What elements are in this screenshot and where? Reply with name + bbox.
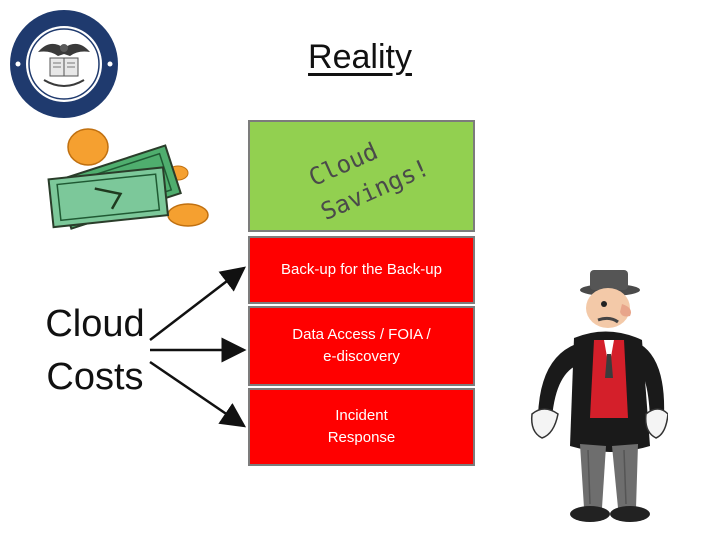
- backup-cost-box: Back-up for the Back-up: [248, 236, 475, 304]
- broke-man-icon: [530, 270, 668, 522]
- incident-response-cost-box: Incident Response: [248, 388, 475, 466]
- backup-cost-label: Back-up for the Back-up: [281, 261, 442, 279]
- cloud-savings-box: Cloud Savings!: [248, 120, 475, 232]
- cloud-costs-label: Cloud Costs: [45, 303, 145, 399]
- slide-title: Reality: [308, 38, 412, 76]
- arrow-to-incident-response: [149, 360, 247, 428]
- money-coins-icon: [47, 128, 209, 230]
- arrow-to-backup: [149, 266, 246, 341]
- oig-seal-logo: [10, 10, 118, 118]
- incident-response-cost-label: Incident Response: [327, 407, 396, 446]
- data-access-cost-box: Data Access / FOIA / e-discovery: [248, 306, 475, 386]
- data-access-cost-label: Data Access / FOIA / e-discovery: [292, 326, 431, 365]
